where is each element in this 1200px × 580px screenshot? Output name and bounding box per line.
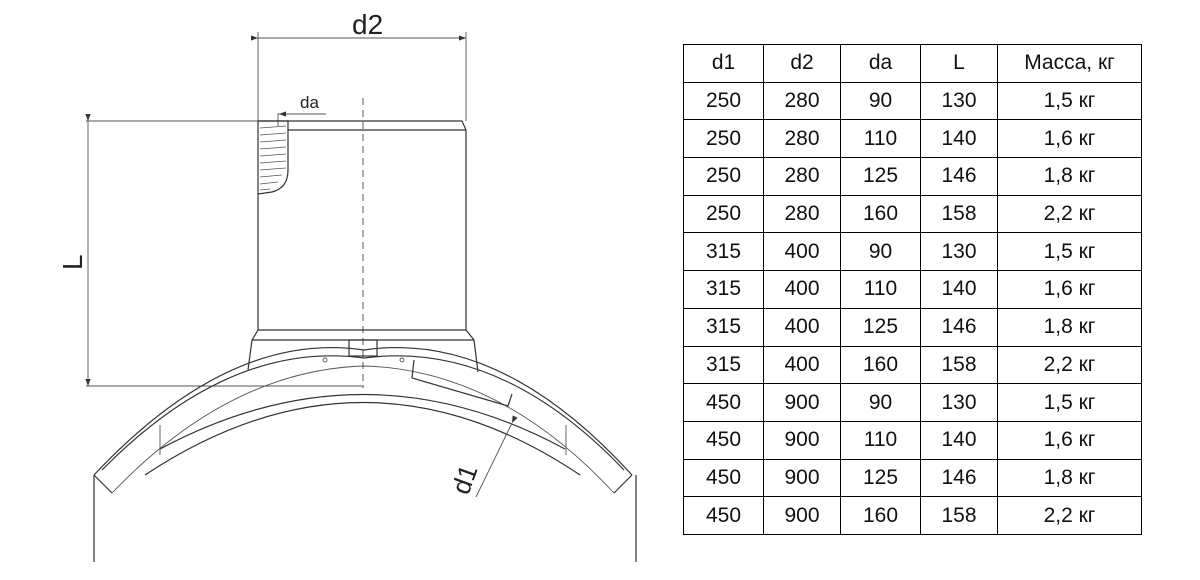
table-cell: 160 — [840, 194, 921, 234]
table-cell: 90 — [840, 232, 921, 272]
table-cell: 900 — [763, 420, 841, 460]
column-header: da — [840, 44, 921, 83]
column-header: d2 — [763, 44, 841, 83]
da-label: da — [300, 93, 319, 112]
saddle — [93, 346, 633, 494]
table-cell: 250 — [683, 157, 764, 196]
technical-drawing: d2 da L — [57, 9, 637, 562]
table-cell: 250 — [683, 81, 764, 121]
table-cell: 110 — [840, 420, 921, 460]
table-cell: 110 — [840, 119, 921, 159]
d1-dimension: d1 — [445, 415, 518, 498]
table-cell: 250 — [683, 194, 764, 234]
table-cell: 400 — [763, 307, 841, 347]
table-cell: 400 — [763, 232, 841, 272]
table-cell: 1,5 кг — [997, 81, 1142, 121]
table-cell: 90 — [840, 383, 921, 422]
L-label: L — [57, 254, 88, 270]
table-cell: 1,6 кг — [997, 119, 1142, 159]
table-cell: 125 — [840, 458, 921, 498]
table-cell: 125 — [840, 307, 921, 347]
table-cell: 315 — [683, 232, 764, 272]
table-cell: 146 — [920, 307, 998, 347]
table-cell: 146 — [920, 458, 998, 498]
table-cell: 160 — [840, 345, 921, 385]
table-cell: 280 — [763, 81, 841, 121]
table-cell: 158 — [920, 194, 998, 234]
table-cell: 1,6 кг — [997, 420, 1142, 460]
table-cell: 280 — [763, 194, 841, 234]
table-cell: 125 — [840, 157, 921, 196]
table-cell: 158 — [920, 496, 998, 535]
table-cell: 900 — [763, 383, 841, 422]
table-cell: 140 — [920, 420, 998, 460]
table-cell: 1,5 кг — [997, 383, 1142, 422]
table-cell: 450 — [683, 383, 764, 422]
table-cell: 110 — [840, 270, 921, 309]
d2-label: d2 — [352, 9, 383, 40]
table-cell: 400 — [763, 345, 841, 385]
table-cell: 90 — [840, 81, 921, 121]
table-cell: 1,8 кг — [997, 157, 1142, 196]
table-cell: 140 — [920, 270, 998, 309]
table-cell: 315 — [683, 307, 764, 347]
table-cell: 450 — [683, 496, 764, 535]
table-cell: 315 — [683, 270, 764, 309]
table-cell: 1,8 кг — [997, 307, 1142, 347]
table-cell: 315 — [683, 345, 764, 385]
column-header: Масса, кг — [997, 44, 1142, 83]
table-cell: 130 — [920, 383, 998, 422]
table-cell: 900 — [763, 496, 841, 535]
table-cell: 400 — [763, 270, 841, 309]
d2-dimension: d2 — [250, 9, 467, 121]
table-cell: 900 — [763, 458, 841, 498]
table-cell: 2,2 кг — [997, 496, 1142, 535]
L-dimension: L — [57, 113, 364, 387]
table-cell: 280 — [763, 119, 841, 159]
main-pipe — [93, 393, 637, 562]
table-cell: 1,5 кг — [997, 232, 1142, 272]
table-cell: 1,6 кг — [997, 270, 1142, 309]
table-cell: 130 — [920, 81, 998, 121]
table-cell: 250 — [683, 119, 764, 159]
table-cell: 146 — [920, 157, 998, 196]
table-cell: 280 — [763, 157, 841, 196]
table-cell: 2,2 кг — [997, 194, 1142, 234]
da-leader: da — [277, 93, 326, 126]
table-cell: 158 — [920, 345, 998, 385]
column-header: d1 — [683, 44, 764, 83]
column-header: L — [920, 44, 998, 83]
table-cell: 450 — [683, 458, 764, 498]
table-cell: 160 — [840, 496, 921, 535]
table-cell: 450 — [683, 420, 764, 460]
table-cell: 2,2 кг — [997, 345, 1142, 385]
branch-pipe — [247, 120, 479, 373]
table-cell: 130 — [920, 232, 998, 272]
table-cell: 140 — [920, 119, 998, 159]
table-cell: 1,8 кг — [997, 458, 1142, 498]
